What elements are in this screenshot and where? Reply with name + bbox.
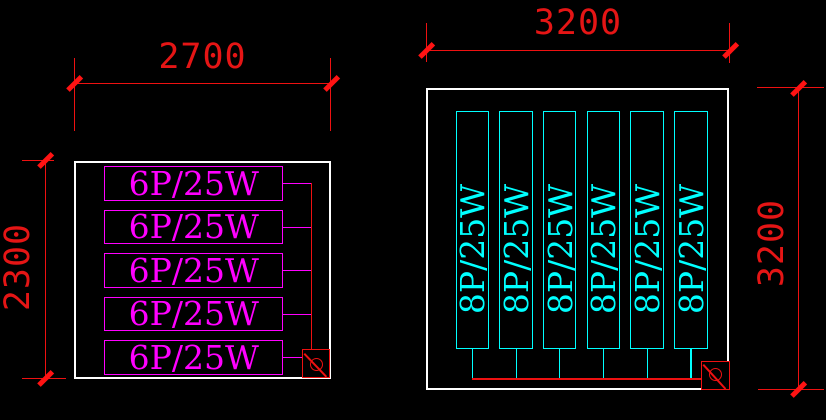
fixture-label: 6P/25W [128, 337, 259, 377]
fixture-bar: 6P/25W [104, 294, 284, 334]
fixture-label: 6P/25W [128, 294, 259, 334]
wire-stub [646, 349, 648, 379]
fixture-label: 8P/25W [627, 183, 667, 315]
device-slash [303, 352, 327, 378]
wire-stub [559, 349, 561, 379]
fixture-label: 6P/25W [128, 163, 259, 203]
dim-label-right-height: 3200 [751, 198, 791, 287]
extension-line [74, 58, 76, 131]
fixture-label: 6P/25W [128, 250, 259, 290]
fixture-label: 8P/25W [540, 183, 580, 315]
wire-stub [602, 349, 605, 379]
fixture-label: 8P/25W [583, 183, 623, 315]
extension-line [758, 389, 824, 391]
fixture-label: 8P/25W [671, 183, 711, 315]
panel-outline-left [74, 160, 331, 379]
dimension-line [426, 49, 730, 51]
fixture-bar [674, 110, 708, 349]
wire-stub [471, 349, 474, 379]
extension-line [757, 87, 824, 89]
fixture-bar: 6P/25W [104, 207, 284, 247]
dimension-line [797, 87, 799, 390]
extension-line [22, 159, 54, 161]
wire-stub [515, 349, 517, 379]
wire-stub [283, 270, 312, 272]
device-circle [310, 358, 324, 372]
bus-wire [472, 378, 702, 380]
fixture-bar: 6P/25W [104, 250, 284, 290]
device-circle [708, 367, 722, 381]
fixture-bar: 6P/25W [104, 337, 284, 377]
fixture-bar [455, 110, 490, 349]
dimension-line [44, 160, 46, 378]
fixture-bar [586, 110, 621, 349]
fixture-bar [630, 110, 664, 349]
wire-stub [283, 182, 312, 185]
fixture-label: 8P/25W [496, 183, 536, 315]
bus-wire [311, 183, 313, 350]
circle-slash-device-icon [301, 349, 330, 379]
fixture-bar [542, 110, 577, 349]
panel-outline-right [426, 87, 730, 391]
dim-label-left-width: 2700 [158, 37, 247, 77]
wire-stub [283, 356, 302, 358]
extension-line [426, 23, 428, 63]
dim-label-left-height: 2300 [0, 222, 38, 312]
fixture-bar [499, 110, 533, 349]
extension-line [729, 23, 731, 64]
wire-stub [283, 313, 312, 315]
fixture-bar: 6P/25W [104, 163, 284, 203]
wire-stub [283, 226, 312, 228]
fixture-label: 6P/25W [128, 207, 259, 247]
dim-label-right-width: 3200 [533, 3, 623, 43]
circle-slash-device-icon [701, 361, 730, 391]
extension-line [330, 58, 332, 131]
wire-stub [690, 349, 692, 379]
dimension-line [74, 83, 331, 85]
fixture-label: 8P/25W [452, 183, 492, 315]
